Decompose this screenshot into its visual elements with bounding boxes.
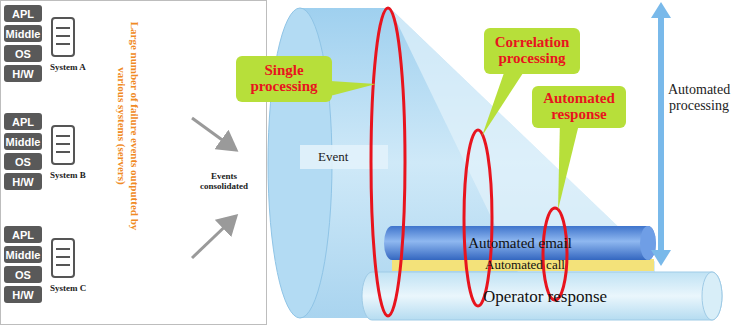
system-label: System B xyxy=(50,170,110,180)
node-text: APL xyxy=(12,229,34,241)
node-text: Automated response xyxy=(535,91,623,123)
system-label: System C xyxy=(50,283,110,293)
node-text: Operator response xyxy=(483,287,607,307)
node-text: H/W xyxy=(12,68,33,80)
layer-label: H/W xyxy=(4,173,42,190)
node-text: Event xyxy=(318,149,348,165)
automated-email-cylinder: Automated email xyxy=(400,228,640,258)
layer-label: APL xyxy=(4,113,42,130)
node-text: APL xyxy=(12,8,34,20)
node-text: Correlation processing xyxy=(487,35,577,67)
node-text: Middle xyxy=(6,28,41,40)
node-text: APL xyxy=(12,116,34,128)
layer-label: Middle xyxy=(4,246,42,263)
layer-label: H/W xyxy=(4,65,42,82)
node-text: Middle xyxy=(6,136,41,148)
automated-call-band: Automated call xyxy=(440,258,610,272)
layer-label: APL xyxy=(4,5,42,22)
node-text: OS xyxy=(15,48,31,60)
layer-label: OS xyxy=(4,45,42,62)
node-text: Single processing xyxy=(239,63,329,95)
operator-response-cylinder: Operator response xyxy=(390,281,700,313)
node-text: H/W xyxy=(12,176,33,188)
callout-box: Single processing xyxy=(236,56,332,102)
vertical-note: Large number of failure events outputted… xyxy=(116,21,141,231)
layer-label: Middle xyxy=(4,25,42,42)
callout-box: Correlation processing xyxy=(484,28,580,74)
layer-label: OS xyxy=(4,266,42,283)
side-label: Automated processing xyxy=(668,82,730,114)
layer-label: Middle xyxy=(4,133,42,150)
layer-label: APL xyxy=(4,226,42,243)
system-label: System A xyxy=(50,62,110,72)
node-text: OS xyxy=(15,156,31,168)
arrow-label: Events consolidated xyxy=(196,172,252,192)
event-band: Event xyxy=(304,146,364,168)
layer-label: OS xyxy=(4,153,42,170)
callout-box: Automated response xyxy=(532,86,626,128)
node-text: Middle xyxy=(6,249,41,261)
node-text: H/W xyxy=(12,289,33,301)
node-text: OS xyxy=(15,269,31,281)
node-text: Automated email xyxy=(468,235,572,252)
layer-label: H/W xyxy=(4,286,42,303)
node-text: Automated call xyxy=(485,258,565,272)
